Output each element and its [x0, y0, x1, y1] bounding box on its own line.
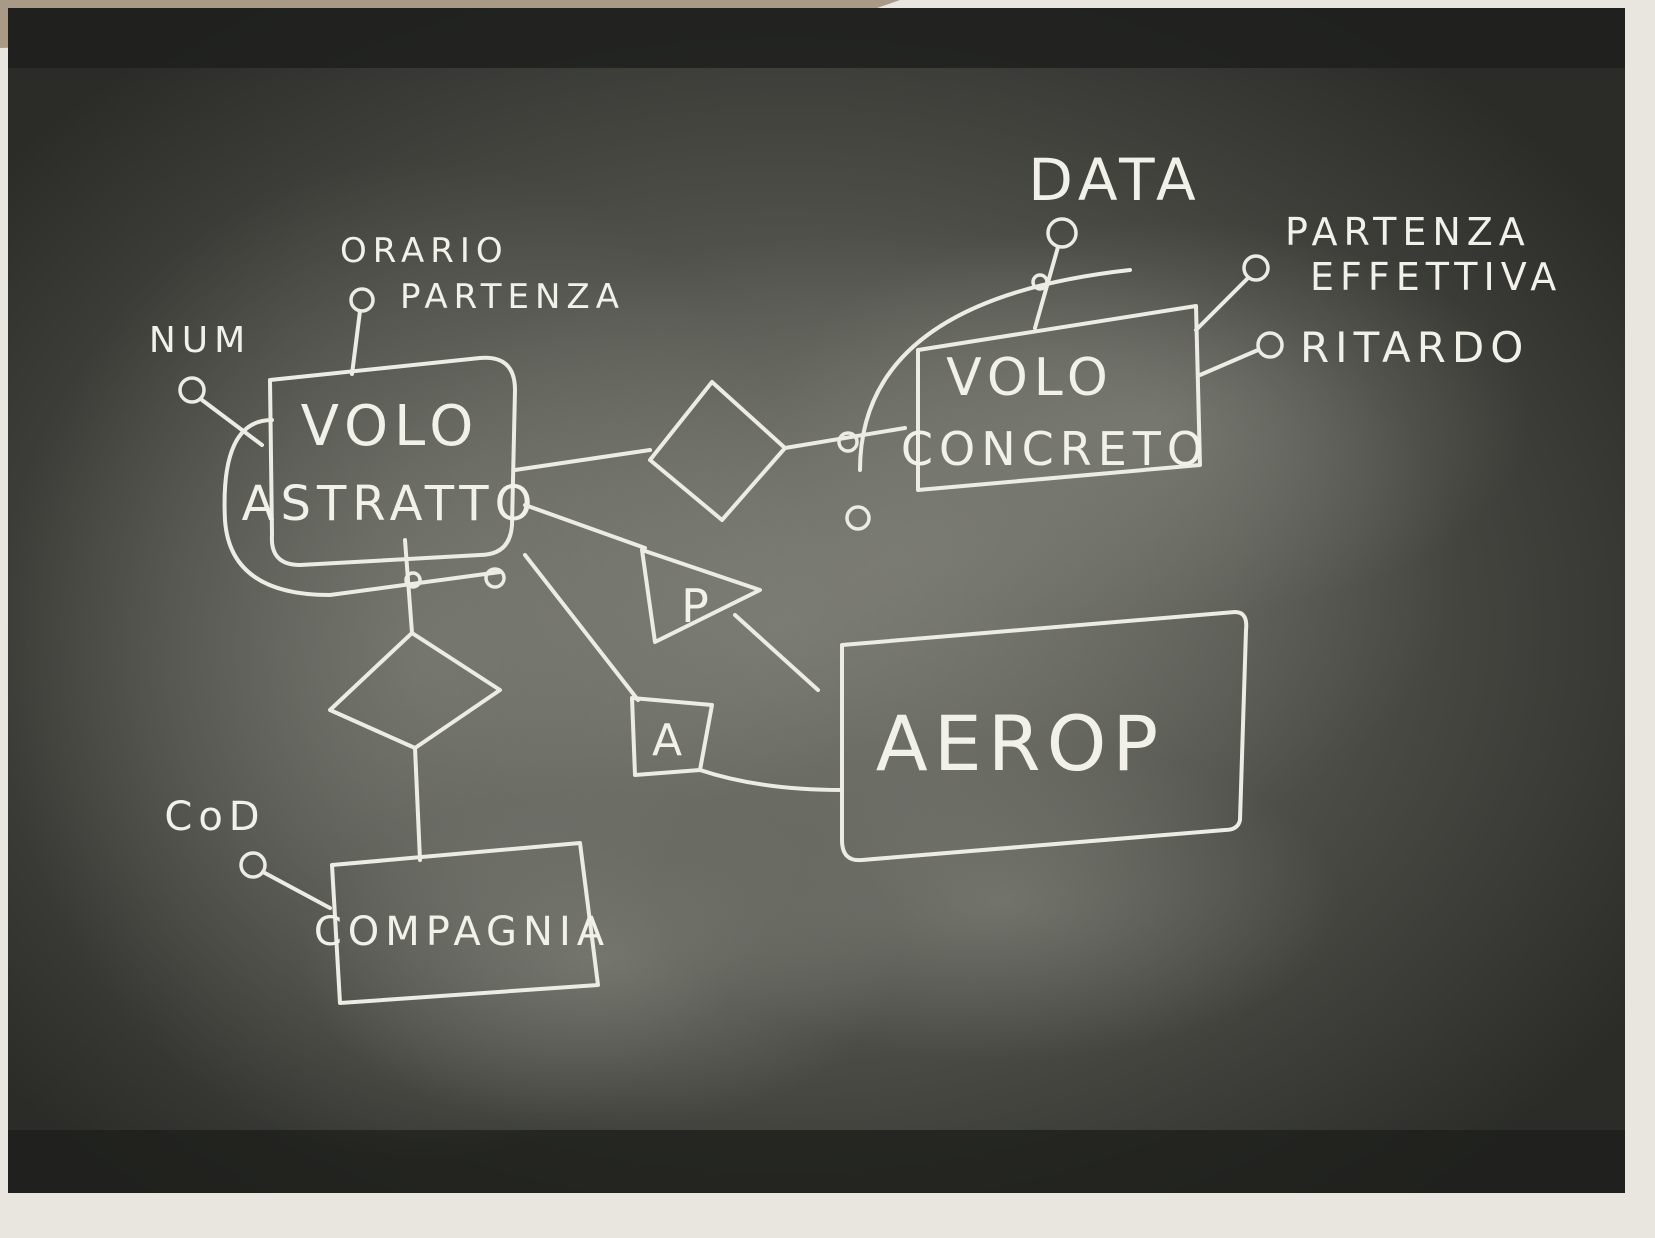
attribute-num: NUM — [149, 320, 264, 447]
attribute-partenza-effettiva: PARTENZA EFFETTIVA — [1194, 210, 1562, 332]
attribute-data: DATA — [1028, 146, 1201, 330]
attribute-data-label: DATA — [1028, 146, 1201, 214]
relationship-p: P — [640, 548, 762, 644]
eraser-smudges — [0, 160, 1530, 1160]
entity-volo-concreto: VOLO CONCRETO — [901, 304, 1209, 492]
relationship-a: A — [630, 696, 714, 777]
volo-astratto-line1: VOLO — [301, 394, 480, 459]
board-bottom-shadow — [8, 1130, 1625, 1193]
attribute-ritardo: RITARDO — [1198, 323, 1529, 377]
attribute-cod-label: CoD — [164, 794, 265, 840]
relationship-a-label: A — [652, 715, 688, 766]
aerop-label: AEROP — [876, 699, 1164, 788]
attribute-orario-partenza: ORARIO PARTENZA — [340, 231, 625, 376]
relationship-compagnia — [328, 631, 502, 750]
attribute-partenza-effettiva-line2: EFFETTIVA — [1310, 255, 1562, 299]
volo-concreto-line1: VOLO — [946, 348, 1114, 408]
attribute-partenza-label: PARTENZA — [400, 277, 625, 317]
attribute-num-label: NUM — [149, 320, 251, 361]
entity-aerop: AEROP — [840, 610, 1249, 863]
attribute-cod: CoD — [164, 794, 332, 910]
entity-volo-astratto: VOLO ASTRATTO — [242, 355, 539, 567]
board-top-shadow — [8, 8, 1625, 68]
compagnia-label: COMPAGNIA — [314, 909, 610, 955]
relationship-p-label: P — [681, 579, 715, 633]
entity-compagnia: COMPAGNIA — [314, 841, 610, 1005]
identifier-markers — [404, 273, 1049, 589]
volo-astratto-line2: ASTRATTO — [242, 476, 539, 532]
attribute-ritardo-label: RITARDO — [1300, 323, 1529, 372]
attribute-partenza-effettiva-line1: PARTENZA — [1285, 210, 1531, 254]
attribute-orario-label: ORARIO — [340, 231, 509, 271]
volo-concreto-line2: CONCRETO — [901, 422, 1209, 476]
